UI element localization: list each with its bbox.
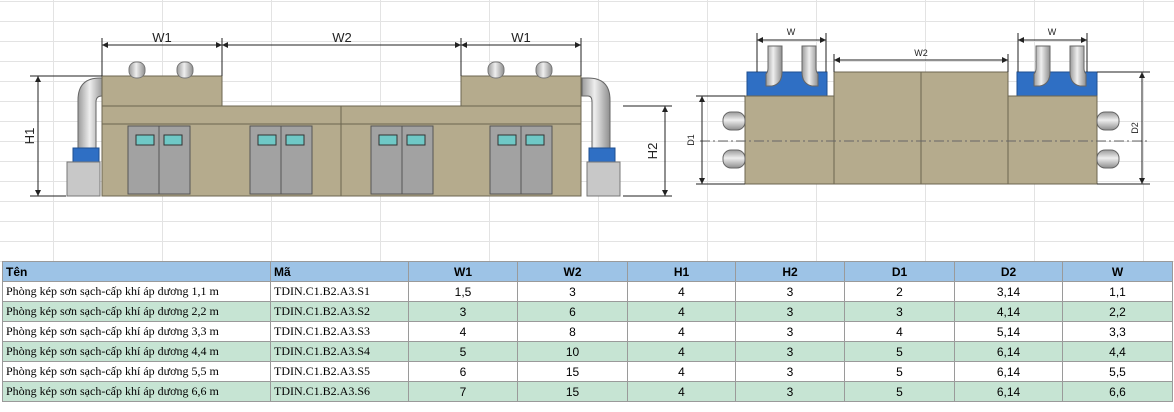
label-d2: D2 [1130, 122, 1140, 134]
cell-code: TDIN.C1.B2.A3.S4 [270, 341, 409, 362]
cell-h2: 3 [735, 381, 845, 402]
cell-d2: 5,14 [954, 321, 1063, 342]
header-ten: Tên [2, 261, 271, 282]
header-h1: H1 [627, 261, 736, 282]
cell-d1: 3 [844, 301, 955, 322]
table-row: Phòng kép sơn sạch-cấp khí áp dương 5,5 … [2, 361, 1173, 382]
header-w: W [1062, 261, 1173, 282]
cell-code: TDIN.C1.B2.A3.S6 [270, 381, 409, 402]
header-w2: W2 [517, 261, 628, 282]
cell-d1: 5 [844, 341, 955, 362]
front-view: W1 W2 W1 H1 H2 [22, 30, 672, 197]
cell-h1: 4 [627, 301, 736, 322]
cell-d1: 5 [844, 381, 955, 402]
cell-h2: 3 [735, 301, 845, 322]
label-w-right: W [1048, 27, 1057, 37]
label-h1: H1 [22, 128, 37, 145]
header-ma: Mã [270, 261, 409, 282]
table-row: Phòng kép sơn sạch-cấp khí áp dương 3,3 … [2, 321, 1173, 342]
cell-h1: 4 [627, 361, 736, 382]
header-d1: D1 [844, 261, 955, 282]
cell-w2: 15 [517, 381, 628, 402]
table-row: Phòng kép sơn sạch-cấp khí áp dương 6,6 … [2, 381, 1173, 402]
cell-h2: 3 [735, 281, 845, 302]
table-row: Phòng kép sơn sạch-cấp khí áp dương 4,4 … [2, 341, 1173, 362]
cell-w1: 5 [408, 341, 518, 362]
cell-w1: 4 [408, 321, 518, 342]
cell-w1: 1,5 [408, 281, 518, 302]
label-w2-top: W2 [914, 48, 928, 58]
cell-h1: 4 [627, 321, 736, 342]
cell-w2: 6 [517, 301, 628, 322]
cell-h2: 3 [735, 361, 845, 382]
cell-w2: 3 [517, 281, 628, 302]
cell-w2: 10 [517, 341, 628, 362]
header-d2: D2 [954, 261, 1063, 282]
cell-d1: 2 [844, 281, 955, 302]
table-header-row: Tên Mã W1 W2 H1 H2 D1 D2 W [2, 261, 1173, 282]
cell-name: Phòng kép sơn sạch-cấp khí áp dương 3,3 … [2, 321, 271, 342]
cell-name: Phòng kép sơn sạch-cấp khí áp dương 4,4 … [2, 341, 271, 362]
header-w1: W1 [408, 261, 518, 282]
booth-drawings: W1 W2 W1 H1 H2 [22, 27, 1150, 197]
table-row: Phòng kép sơn sạch-cấp khí áp dương 2,2 … [2, 301, 1173, 322]
label-w-left: W [787, 27, 796, 37]
cell-name: Phòng kép sơn sạch-cấp khí áp dương 5,5 … [2, 361, 271, 382]
cell-h1: 4 [627, 381, 736, 402]
cell-h2: 3 [735, 321, 845, 342]
cell-d2: 3,14 [954, 281, 1063, 302]
header-h2: H2 [735, 261, 845, 282]
cell-d1: 5 [844, 361, 955, 382]
cell-w: 1,1 [1062, 281, 1173, 302]
cell-h1: 4 [627, 281, 736, 302]
cell-w1: 7 [408, 381, 518, 402]
cell-d1: 4 [844, 321, 955, 342]
cell-name: Phòng kép sơn sạch-cấp khí áp dương 6,6 … [2, 381, 271, 402]
cell-d2: 4,14 [954, 301, 1063, 322]
table-row: Phòng kép sơn sạch-cấp khí áp dương 1,1 … [2, 281, 1173, 302]
cell-w: 5,5 [1062, 361, 1173, 382]
cell-name: Phòng kép sơn sạch-cấp khí áp dương 1,1 … [2, 281, 271, 302]
cell-code: TDIN.C1.B2.A3.S1 [270, 281, 409, 302]
cell-w: 2,2 [1062, 301, 1173, 322]
cell-w: 3,3 [1062, 321, 1173, 342]
spec-table: Tên Mã W1 W2 H1 H2 D1 D2 W Phòng kép sơn… [2, 261, 1173, 402]
cell-w2: 8 [517, 321, 628, 342]
label-w1-right: W1 [511, 30, 531, 45]
cell-d2: 6,14 [954, 381, 1063, 402]
label-d1: D1 [686, 134, 696, 146]
cell-code: TDIN.C1.B2.A3.S3 [270, 321, 409, 342]
cell-w1: 6 [408, 361, 518, 382]
cell-d2: 6,14 [954, 361, 1063, 382]
cell-h1: 4 [627, 341, 736, 362]
cell-code: TDIN.C1.B2.A3.S5 [270, 361, 409, 382]
cell-w: 4,4 [1062, 341, 1173, 362]
label-h2: H2 [645, 143, 660, 160]
cell-h2: 3 [735, 341, 845, 362]
cell-w1: 3 [408, 301, 518, 322]
cell-d2: 6,14 [954, 341, 1063, 362]
label-w2-front: W2 [332, 30, 352, 45]
cell-w: 6,6 [1062, 381, 1173, 402]
cell-code: TDIN.C1.B2.A3.S2 [270, 301, 409, 322]
cell-w2: 15 [517, 361, 628, 382]
label-w1-left: W1 [152, 30, 172, 45]
cell-name: Phòng kép sơn sạch-cấp khí áp dương 2,2 … [2, 301, 271, 322]
top-view: W W2 W D1 D2 [686, 27, 1150, 185]
